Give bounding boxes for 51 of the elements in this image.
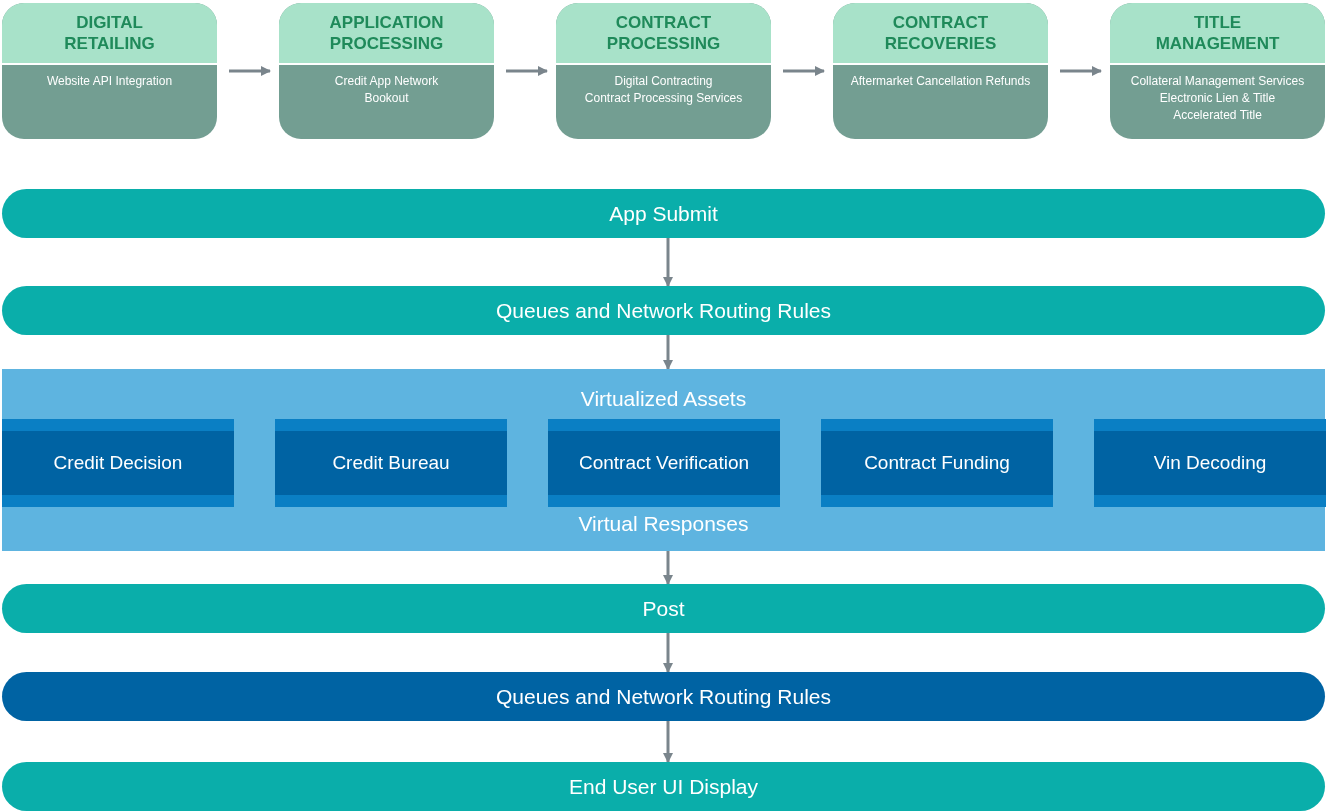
service-item: Digital Contracting [614, 73, 713, 90]
arrow [506, 66, 548, 76]
process-bar [2, 584, 1325, 633]
process-card [2, 3, 217, 139]
arrow [663, 633, 673, 673]
process-label: Credit Decision [52, 452, 184, 474]
band-label: Virtualized Assets [579, 387, 748, 411]
process-card [556, 3, 771, 139]
service-box [275, 419, 507, 507]
process-label: Contract Verification [578, 452, 750, 474]
process-label: Credit Bureau [331, 452, 451, 474]
service-item: Collateral Management Services [1130, 73, 1305, 90]
arrow [229, 66, 271, 76]
service-item: Contract Processing Services [584, 90, 743, 107]
service-item: Aftermarket Cancellation Refunds [850, 73, 1031, 90]
arrow [663, 238, 673, 287]
process-label: Vin Decoding [1152, 452, 1268, 474]
service-item: Website API Integration [46, 73, 173, 90]
service-item: Credit App Network [334, 73, 439, 90]
card-title: CONTRACT RECOVERIES [883, 12, 998, 54]
card-title: APPLICATION PROCESSING [328, 12, 445, 54]
process-bar [2, 762, 1325, 811]
process-label: Post [642, 596, 685, 621]
process-label: Contract Funding [863, 452, 1011, 474]
card-title: TITLE MANAGEMENT [1154, 12, 1281, 54]
process-bar [2, 189, 1325, 238]
process-label: App Submit [609, 201, 718, 226]
arrow [1060, 66, 1102, 76]
card-title: DIGITAL RETAILING [63, 12, 156, 54]
service-box [548, 419, 780, 507]
process-card [279, 3, 494, 139]
process-label: End User UI Display [568, 774, 759, 799]
service-box [2, 419, 234, 507]
arrow [663, 721, 673, 763]
arrow [663, 335, 673, 370]
virtual-layer-band [2, 369, 1325, 551]
process-bar [2, 672, 1325, 721]
service-box [821, 419, 1053, 507]
process-label: Queues and Network Routing Rules [496, 298, 831, 323]
process-bar [2, 286, 1325, 335]
process-card [833, 3, 1048, 139]
service-item: Accelerated Title [1173, 107, 1262, 124]
band-label: Virtual Responses [577, 512, 750, 536]
arrow [783, 66, 825, 76]
card-title: CONTRACT PROCESSING [605, 12, 722, 54]
process-card [1110, 3, 1325, 139]
process-label: Queues and Network Routing Rules [496, 684, 831, 709]
service-item: Bookout [364, 90, 409, 107]
service-item: Electronic Lien & Title [1159, 90, 1276, 107]
service-box [1094, 419, 1326, 507]
arrow [663, 551, 673, 585]
